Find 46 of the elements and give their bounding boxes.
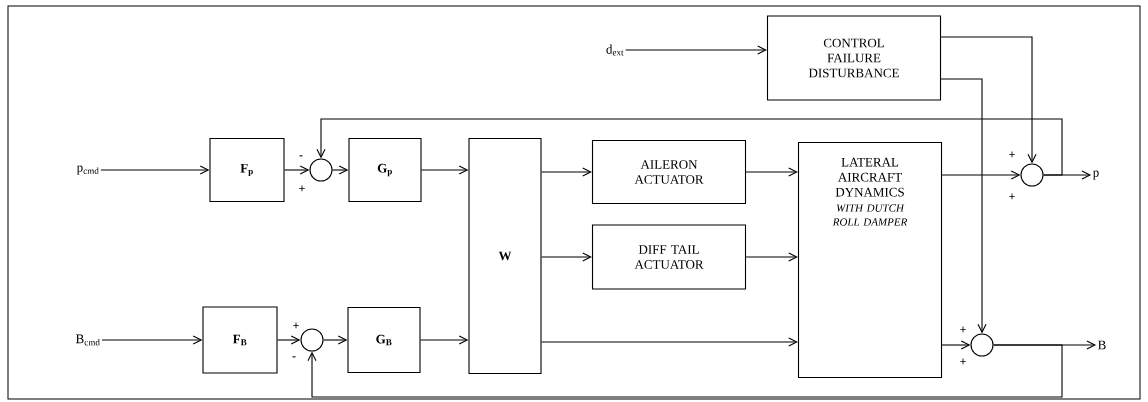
- arrow: [421, 165, 469, 175]
- sign-label: +: [1009, 193, 1015, 200]
- arrow: [332, 165, 349, 175]
- signal-label: B: [1098, 340, 1106, 350]
- arrow: [420, 335, 469, 345]
- arrow: [541, 252, 592, 262]
- arrow: [625, 45, 767, 55]
- arrow: [100, 165, 210, 175]
- sign-label: +: [293, 322, 299, 329]
- arrow: [940, 36, 1037, 164]
- arrow: [941, 170, 1021, 180]
- block-box: AILERON ACTUATOR: [591, 139, 747, 205]
- signal-label: p$_{cmd}$: [76, 165, 99, 175]
- arrow: [277, 335, 301, 345]
- sign-label: +: [960, 326, 966, 333]
- arrow: [541, 337, 798, 347]
- arrow: [284, 165, 310, 175]
- block-box: F$_{p}$: [209, 137, 285, 203]
- signal-label: B$_{cmd}$: [75, 334, 100, 346]
- arrow: [101, 335, 203, 345]
- arrow: [941, 340, 971, 350]
- summing-junction: [300, 328, 324, 352]
- block-box: LATERAL AIRCRAFT DYNAMICS WITH DUTCH ROLL DAMPER: [797, 141, 943, 379]
- summing-junction: [309, 158, 333, 182]
- sign-label: +: [299, 185, 305, 192]
- block-box: W: [468, 137, 542, 375]
- block-box: DIFF TAIL ACTUATOR: [591, 224, 747, 290]
- summing-junction: [1020, 163, 1044, 187]
- block-box: CONTROL FAILURE DISTURBANCE: [766, 15, 942, 101]
- sign-label: +: [1009, 151, 1015, 158]
- summing-junction: [970, 333, 994, 357]
- arrow: [745, 167, 798, 177]
- feedback-arrow: [307, 344, 1063, 398]
- signal-label: p: [1092, 170, 1099, 180]
- block-box: F$_{B}$: [202, 306, 278, 374]
- sign-label: +: [960, 358, 966, 365]
- sign-label: -: [292, 356, 296, 358]
- signal-label: d$_{ext}$: [606, 44, 624, 56]
- sign-label: -: [299, 155, 303, 157]
- arrow: [745, 252, 798, 262]
- arrow: [541, 167, 592, 177]
- feedback-arrow: [316, 118, 1063, 176]
- arrow: [940, 78, 987, 334]
- arrow: [323, 335, 348, 345]
- block-box: G$_{p}$: [348, 137, 422, 203]
- block-box: G$_{B}$: [347, 306, 421, 374]
